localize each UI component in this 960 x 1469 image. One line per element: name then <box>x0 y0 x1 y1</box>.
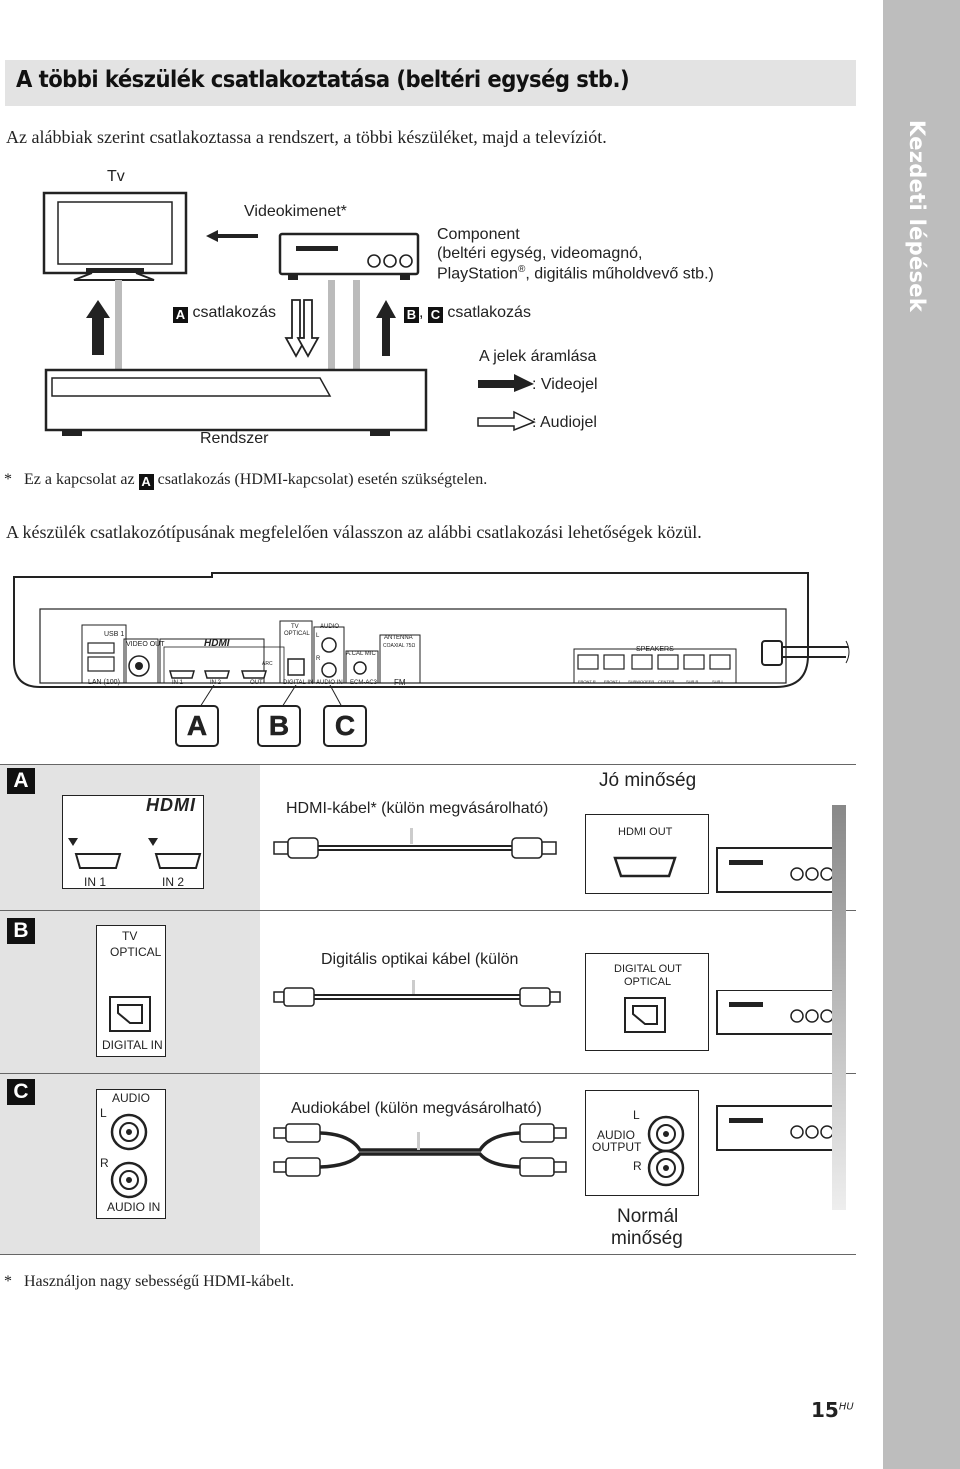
rear-coaxial-label: COAXIAL 75Ω <box>383 643 416 649</box>
section-tab-label: Kezdeti lépések <box>905 120 929 313</box>
section-a-in1: IN 1 <box>84 875 107 889</box>
section-a-hdmi-ports <box>68 838 202 869</box>
signal-flow-title: A jelek áramlása <box>479 348 597 365</box>
rear-speakers-label: SPEAKERS <box>636 646 674 653</box>
rear-front-r-label: FRONT R <box>578 679 596 684</box>
section-c-device-output: OUTPUT <box>592 1140 642 1154</box>
connection-overview-diagram <box>42 191 536 436</box>
rear-r-label: R <box>316 656 321 662</box>
section-c-audio: AUDIO <box>112 1091 151 1105</box>
section-a-hdmi-panel <box>62 795 204 889</box>
title-bar: A többi készülék csatlakoztatása (beltér… <box>5 60 856 106</box>
section-b-device-port-1: DIGITAL OUT <box>614 963 682 975</box>
rear-antenna-label: ANTENNA <box>384 635 413 641</box>
rear-out-label: OUT <box>250 680 263 686</box>
section-a-device-panel <box>585 814 709 894</box>
rear-subwoofer-label: SUBWOOFER <box>628 679 655 684</box>
quality-normal-label-1: Normál <box>617 1206 679 1227</box>
rear-audio-in-label: AUDIO IN <box>316 680 343 686</box>
rear-video-out-label: VIDEO OUT <box>126 641 165 648</box>
optical-cable-label: Digitális optikai kábel (külön <box>321 951 519 968</box>
tv-label: Tv <box>107 168 125 185</box>
section-c-device-r: R <box>633 1159 642 1173</box>
component-label-2: (beltéri egység, videomagnó, <box>437 245 643 262</box>
rear-lan-label: LAN (100) <box>88 679 120 686</box>
section-c-device-audio: AUDIO <box>597 1128 636 1142</box>
component-label-3: PlayStation®, digitális műholdvevő stb.) <box>437 264 714 283</box>
section-b-panel <box>96 925 166 1057</box>
section-a-device-port: HDMI OUT <box>618 826 673 838</box>
rear-arc-label: ARC <box>262 661 273 667</box>
system-unit-illustration <box>44 368 428 436</box>
section-c-audio-in: AUDIO IN <box>107 1200 161 1214</box>
section-c-r: R <box>100 1156 109 1170</box>
rear-sur-l-label: SUR L <box>712 679 724 684</box>
rear-l-label: L <box>316 633 320 639</box>
choose-connection-text: A készülék csatlakozótípusának megfelelő… <box>6 522 702 542</box>
section-b-tv: TV <box>122 929 138 943</box>
connection-a-label: A csatlakozás <box>173 304 276 323</box>
page-title: A többi készülék csatlakoztatása (beltér… <box>16 67 630 93</box>
rear-optical-label: OPTICAL <box>284 631 310 637</box>
rear-in2-label: IN 2 <box>210 680 222 686</box>
system-label: Rendszer <box>200 430 269 447</box>
section-b-device-port-2: OPTICAL <box>624 976 672 988</box>
section-c-device-illustration <box>647 1105 844 1187</box>
component-device-illustration <box>278 232 420 280</box>
rear-tv-label: TV <box>291 624 299 630</box>
section-b-optical: OPTICAL <box>110 945 162 959</box>
page-number: 15HU <box>811 1398 854 1422</box>
section-a-badge: A <box>7 768 35 794</box>
audio-signal-legend: : Audiojel <box>532 414 597 431</box>
hdmi-cable-label: HDMI-kábel* (külön megvásárolható) <box>286 800 549 817</box>
section-a-in2: IN 2 <box>162 875 185 889</box>
optical-cable-illustration <box>273 980 561 1007</box>
quality-good-label: Jó minőség <box>599 770 697 791</box>
rear-front-l-label: FRONT L <box>604 679 622 684</box>
section-b-device-illustration <box>624 990 844 1035</box>
section-a-device-illustration <box>613 847 844 893</box>
rear-panel-illustration <box>13 572 850 688</box>
rear-fm-label: FM <box>394 678 406 687</box>
section-c-badge: C <box>7 1079 35 1105</box>
panel-badge-c: C <box>323 705 367 747</box>
panel-badge-b: B <box>257 705 301 747</box>
intro-text: Az alábbiak szerint csatlakoztassa a ren… <box>6 127 607 147</box>
rear-ecm-label: ECM-AC3 <box>350 680 378 686</box>
video-signal-legend: : Videojel <box>532 376 598 393</box>
section-a-hdmi-logo: HDMI <box>146 795 196 815</box>
section-c-audio-jacks <box>110 1113 148 1199</box>
quality-scale-bar <box>832 805 846 1210</box>
footnote-hdmi: * Ez a kapcsolat az A csatlakozás (HDMI-… <box>4 471 488 490</box>
rear-usb-label: USB 1 <box>104 631 125 638</box>
panel-badge-a: A <box>175 705 219 747</box>
footnote-hdmi-cable: * Használjon nagy sebességű HDMI-kábelt. <box>4 1273 295 1290</box>
component-label-1: Component <box>437 226 520 243</box>
rear-acal-mic-label: A.CAL MIC <box>346 651 376 657</box>
audio-cable-illustration <box>273 1123 567 1177</box>
section-b-badge: B <box>7 918 35 944</box>
rear-audio-label: AUDIO <box>320 624 340 630</box>
quality-normal-label-2: minőség <box>611 1228 683 1249</box>
rear-center-label: CENTER <box>658 679 675 684</box>
hdmi-cable-illustration <box>273 828 557 859</box>
video-out-label: Videokimenet* <box>244 203 347 220</box>
rear-sur-r-label: SUR R <box>686 679 699 684</box>
rear-digital-in-label: DIGITAL IN <box>283 680 314 686</box>
rear-in1-label: IN 1 <box>172 680 184 686</box>
connection-bc-label: B, C csatlakozás <box>404 304 531 323</box>
rear-hdmi-logo: HDMI <box>204 638 230 649</box>
panel-pointer-lines <box>199 685 343 708</box>
section-b-digital-in: DIGITAL IN <box>102 1038 163 1052</box>
audio-cable-label: Audiokábel (külön megvásárolható) <box>291 1100 542 1117</box>
section-b-optical-port <box>109 996 151 1032</box>
tv-illustration <box>42 191 188 281</box>
section-side-tab: Kezdeti lépések <box>883 0 960 1469</box>
section-c-l: L <box>100 1106 107 1120</box>
section-c-device-l: L <box>633 1108 640 1122</box>
